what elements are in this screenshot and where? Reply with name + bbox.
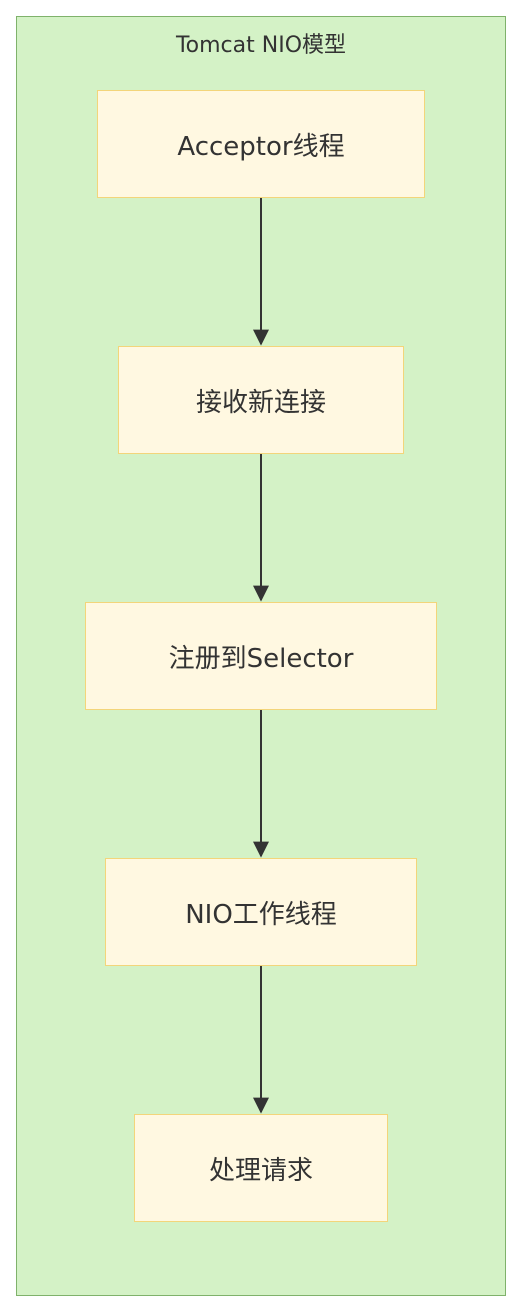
node-label: NIO工作线程 xyxy=(185,899,337,930)
node-accept-new-connection: 接收新连接 xyxy=(118,346,404,454)
node-label: 注册到Selector xyxy=(168,643,354,674)
node-register-to-selector: 注册到Selector xyxy=(85,602,437,710)
node-acceptor-thread: Acceptor线程 xyxy=(97,90,425,198)
subgraph-title: Tomcat NIO模型 xyxy=(175,33,347,58)
node-label: 处理请求 xyxy=(208,1155,313,1186)
node-label: Acceptor线程 xyxy=(177,131,345,162)
node-nio-worker-thread: NIO工作线程 xyxy=(105,858,417,966)
node-label: 接收新连接 xyxy=(195,387,326,418)
node-handle-request: 处理请求 xyxy=(134,1114,388,1222)
